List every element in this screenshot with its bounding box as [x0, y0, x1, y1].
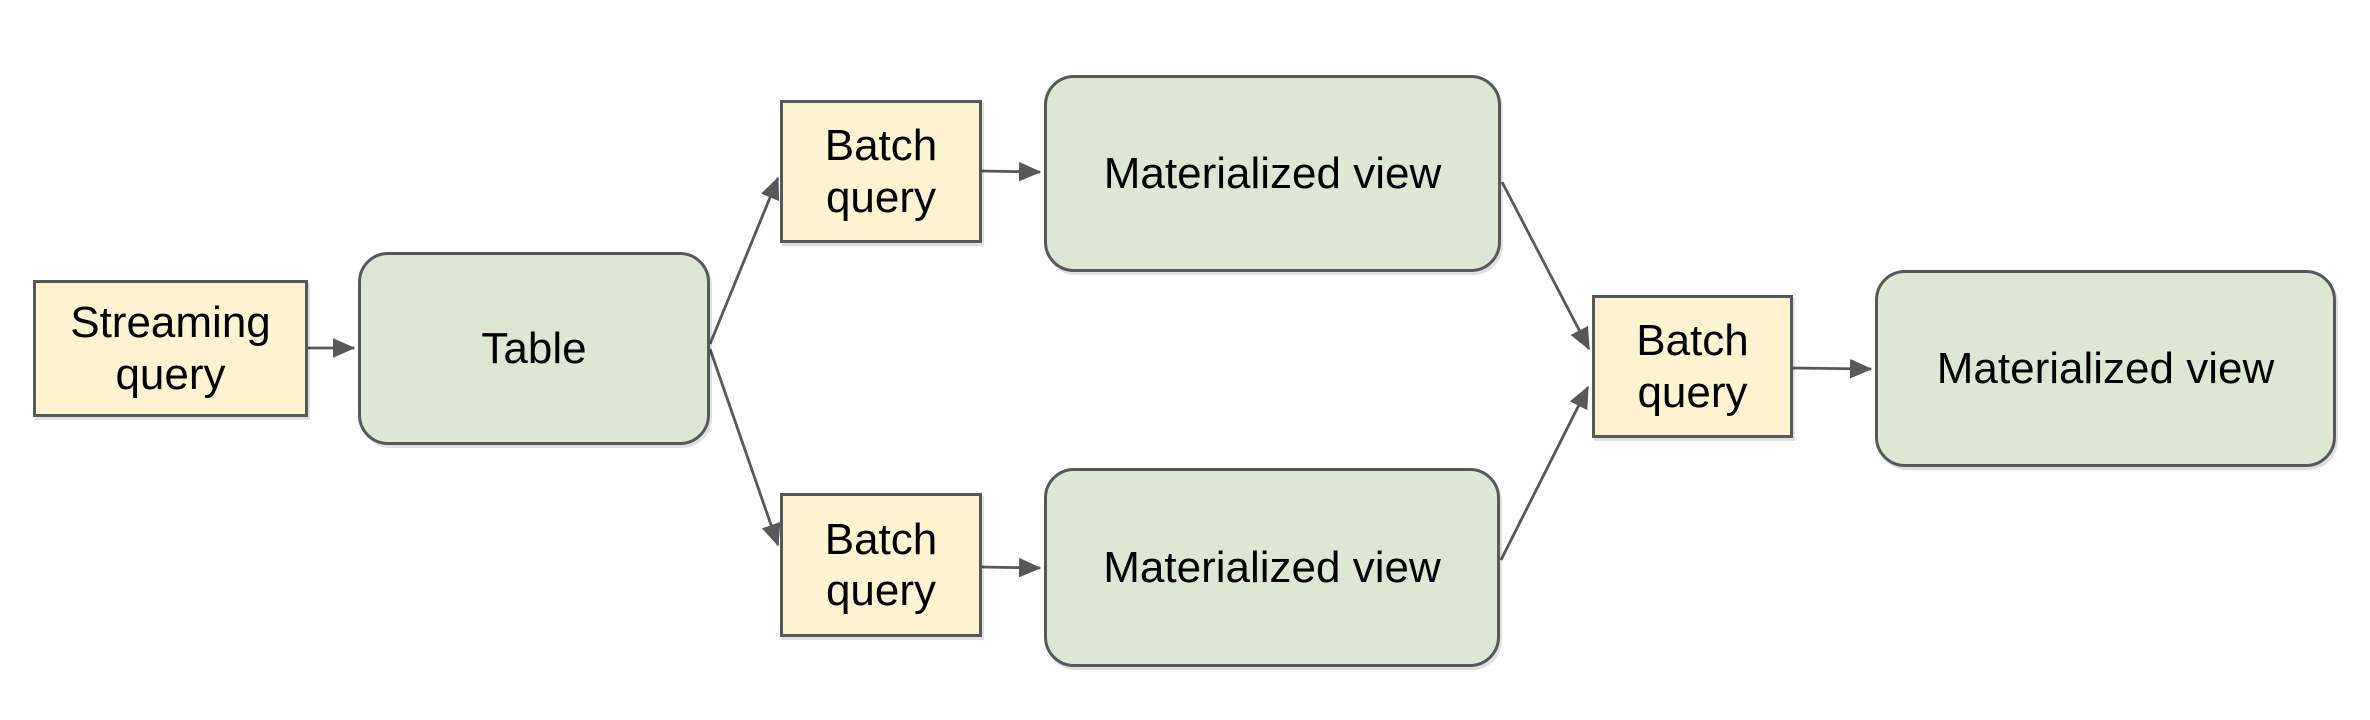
- node-label-materialized-view-right: Materialized view: [1936, 343, 2275, 393]
- arrow-table-to-batch-query-top: [708, 176, 780, 345]
- node-materialized-view-top: Materialized view: [1044, 75, 1501, 272]
- arrow-table-to-batch-query-bottom: [708, 348, 781, 547]
- node-label-materialized-view-bottom: Materialized view: [1103, 542, 1441, 592]
- node-batch-query-top: Batch query: [780, 100, 982, 243]
- node-label-batch-query-top: Batch query: [824, 121, 938, 222]
- arrow-batch-query-bottom-to-mv-bottom: [981, 557, 1042, 578]
- node-label-batch-query-bottom: Batch query: [824, 514, 938, 615]
- node-batch-query-right: Batch query: [1592, 295, 1793, 438]
- node-label-batch-query-right: Batch query: [1636, 316, 1749, 417]
- arrow-batch-query-right-to-mv-right: [1792, 358, 1873, 379]
- node-table: Table: [358, 252, 710, 445]
- node-streaming-query: Streaming query: [33, 280, 308, 417]
- arrow-mv-bottom-to-batch-query-right: [1499, 385, 1590, 561]
- node-label-streaming-query: Streaming query: [70, 298, 271, 399]
- arrow-batch-query-top-to-mv-top: [981, 161, 1042, 182]
- node-materialized-view-right: Materialized view: [1875, 270, 2336, 467]
- node-materialized-view-bottom: Materialized view: [1044, 468, 1500, 667]
- node-label-table: Table: [481, 323, 587, 373]
- node-batch-query-bottom: Batch query: [780, 493, 982, 637]
- node-label-materialized-view-top: Materialized view: [1103, 148, 1442, 198]
- arrow-mv-top-to-batch-query-right: [1500, 181, 1591, 351]
